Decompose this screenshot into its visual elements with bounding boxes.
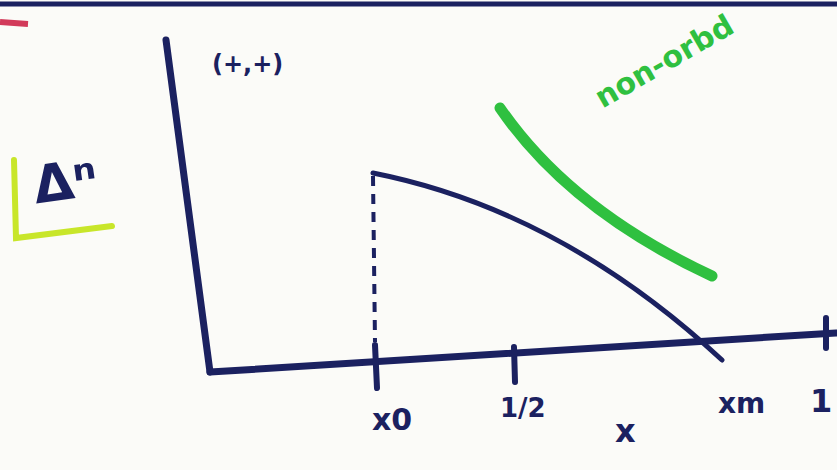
- curve: [373, 173, 722, 360]
- axis-tick-label: x0: [372, 405, 412, 435]
- curve-label: non-orbd: [590, 10, 738, 113]
- quadrant-label: (+,+): [212, 52, 283, 76]
- axis-title: Δⁿ: [30, 151, 101, 211]
- dashed-line: [373, 176, 375, 342]
- pink-mark: [0, 22, 28, 24]
- axis-tick-label: 1: [810, 385, 832, 417]
- y-axis: [166, 40, 210, 372]
- tick: [375, 345, 377, 388]
- axis-label: x: [615, 415, 636, 447]
- tick: [514, 347, 515, 382]
- axis-tick-label: 1/2: [500, 395, 546, 421]
- tick: [823, 318, 829, 348]
- green-curve: [500, 108, 712, 276]
- x-axis: [210, 333, 836, 372]
- axis-tick-label: xm: [718, 390, 765, 418]
- top-border: [0, 2, 837, 7]
